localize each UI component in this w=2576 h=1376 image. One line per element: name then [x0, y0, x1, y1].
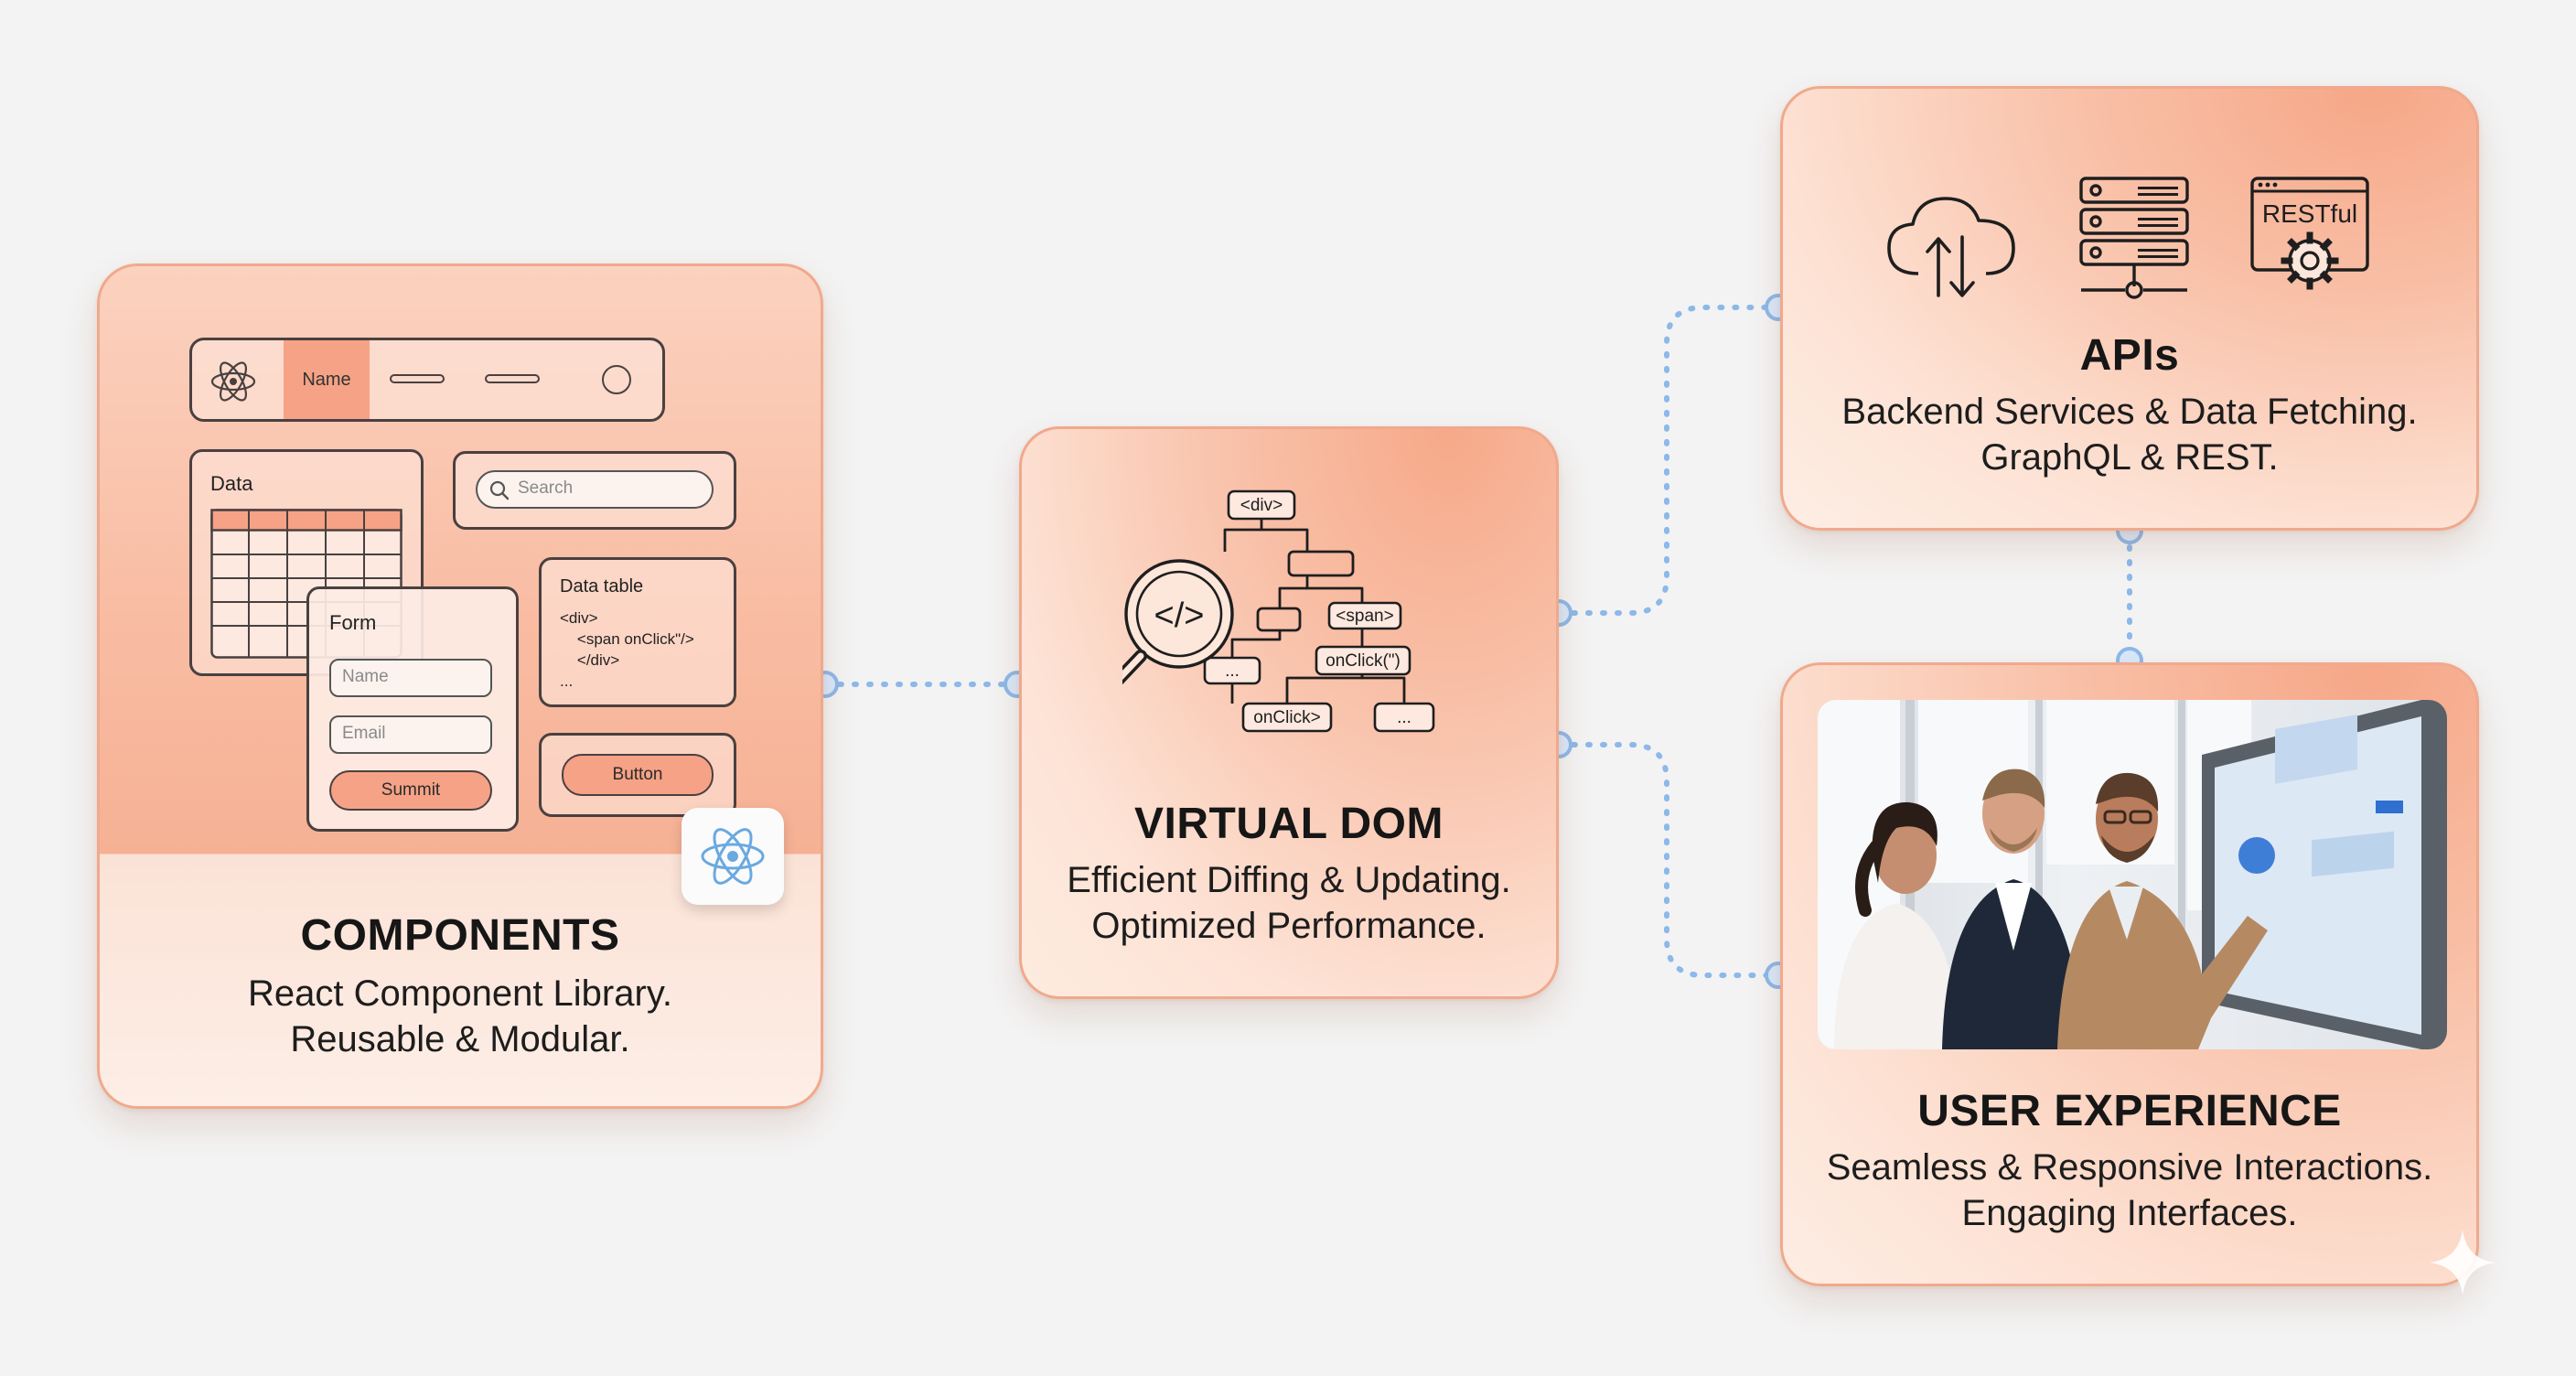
virtual-dom-card: <div> <span> ... onClick(") onClick> ...: [1019, 426, 1559, 999]
data-panel-label: Data: [210, 472, 253, 495]
svg-text:onClick("): onClick("): [1326, 651, 1401, 671]
search-icon: [489, 480, 510, 500]
tree-node: <div>: [1227, 489, 1296, 521]
virtual-dom-title: VIRTUAL DOM: [1134, 800, 1444, 848]
tree-node: onClick>: [1241, 702, 1333, 733]
search-input[interactable]: Search: [476, 470, 714, 509]
cloud-sync-icon: [1887, 197, 2015, 297]
svg-text:</>: </>: [1154, 597, 1205, 635]
form-name-input[interactable]: Name: [329, 659, 492, 697]
person-woman-icon: [1834, 801, 1960, 1049]
connector-vdom-apis: [1556, 305, 1781, 616]
navbar-placeholder-line: [485, 374, 540, 383]
components-title: COMPONENTS: [300, 911, 620, 960]
react-badge: [682, 808, 784, 905]
search-panel-mock: Search: [453, 451, 736, 530]
svg-text:...: ...: [1225, 661, 1240, 681]
tree-node: <span>: [1327, 601, 1402, 630]
team-photo-illustration: [1818, 700, 2447, 1049]
form-mock: Form Name Email Summit: [306, 586, 519, 832]
navbar-placeholder-line: [390, 374, 445, 383]
virtual-dom-tree-illustration: <div> <span> ... onClick(") onClick> ...: [1122, 489, 1435, 733]
person-man-blazer-icon: [2057, 772, 2268, 1049]
display-screen-icon: [2202, 700, 2447, 1049]
apis-card: RESTful APIs Backend Services & Data Fet…: [1780, 86, 2479, 531]
svg-text:RESTful: RESTful: [2262, 199, 2357, 228]
magnifier-icon: </>: [1122, 559, 1234, 685]
apis-title: APIs: [2079, 331, 2180, 380]
svg-text:onClick>: onClick>: [1253, 708, 1320, 727]
navbar-mock: Name: [189, 338, 665, 422]
data-table-mock: Data table <div> <span onClick"/> </div>…: [539, 557, 736, 707]
navbar-circle-button[interactable]: [602, 365, 631, 394]
navbar-active-item: [284, 340, 370, 419]
apis-description: Backend Services & Data Fetching. GraphQ…: [1841, 392, 2418, 478]
virtual-dom-description: Efficient Diffing & Updating. Optimized …: [1067, 860, 1511, 946]
connector-vdom-ux: [1556, 742, 1781, 978]
tree-node: onClick("): [1315, 645, 1411, 676]
svg-text:<div>: <div>: [1240, 496, 1283, 515]
svg-text:<span>: <span>: [1336, 607, 1393, 626]
user-experience-card: USER EXPERIENCE Seamless & Responsive In…: [1780, 662, 2479, 1286]
sparkle-icon: [2430, 1230, 2496, 1295]
react-logo-icon: [210, 361, 256, 402]
person-man-suit-icon: [1942, 769, 2083, 1049]
form-email-input[interactable]: Email: [329, 715, 492, 754]
user-experience-description: Seamless & Responsive Interactions. Enga…: [1826, 1147, 2433, 1233]
button-panel-mock: Button: [539, 733, 736, 817]
tree-node-box: [1287, 550, 1355, 577]
server-icon: [2079, 177, 2189, 299]
components-description: React Component Library. Reusable & Modu…: [248, 973, 672, 1059]
team-photo: [1818, 700, 2447, 1049]
restful-settings-icon: RESTful: [2250, 177, 2369, 290]
navbar-item-name[interactable]: Name: [302, 370, 351, 390]
form-submit-button[interactable]: Summit: [329, 770, 492, 811]
data-table-code: <div> <span onClick"/> </div> ...: [560, 609, 694, 690]
svg-text:...: ...: [1397, 708, 1411, 727]
data-table-label: Data table: [560, 576, 644, 597]
components-card: Name Data Search Data table <: [97, 263, 823, 1109]
form-label: Form: [329, 611, 377, 634]
tree-node: ...: [1373, 702, 1435, 733]
user-experience-title: USER EXPERIENCE: [1917, 1087, 2342, 1135]
sample-button[interactable]: Button: [562, 754, 714, 796]
tree-node-box: [1256, 607, 1302, 632]
react-logo-icon: [701, 828, 765, 885]
tree-node: ...: [1203, 656, 1261, 685]
